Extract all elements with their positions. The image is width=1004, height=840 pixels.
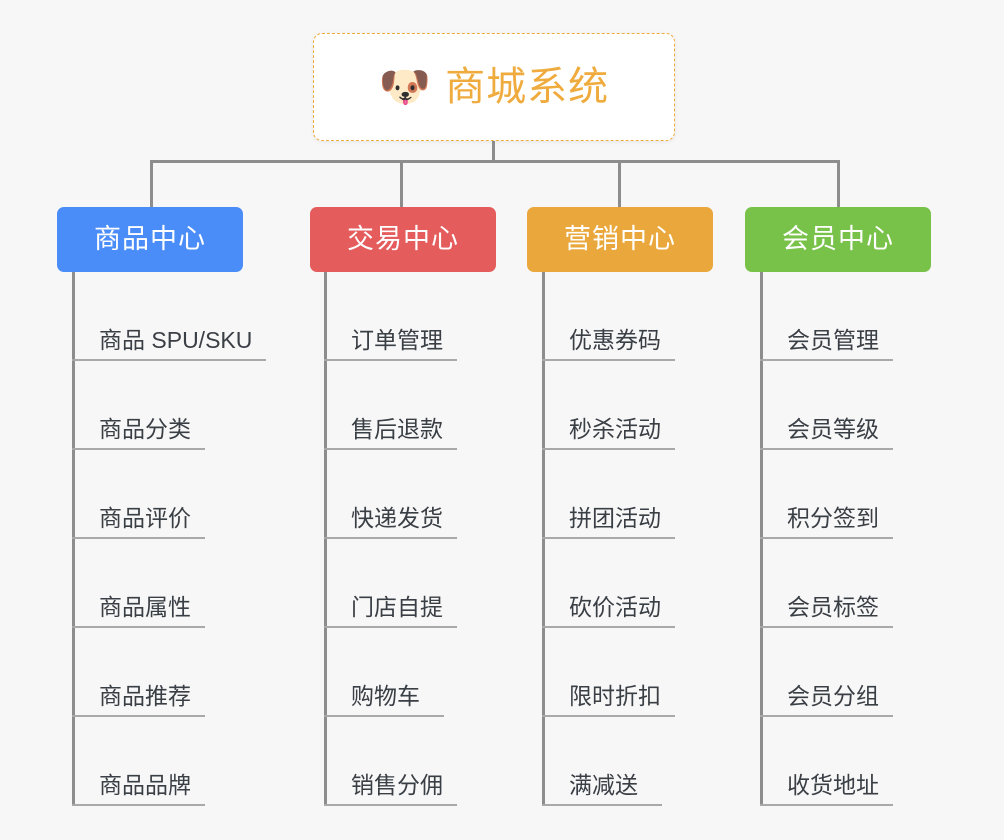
root-node[interactable]: 🐶 商城系统 bbox=[313, 33, 675, 141]
leaf-underline: 会员等级 bbox=[760, 416, 893, 450]
category-box-2[interactable]: 交易中心 bbox=[310, 207, 496, 272]
category-label-3: 营销中心 bbox=[564, 224, 676, 254]
leaf-underline: 拼团活动 bbox=[542, 505, 675, 539]
category-box-1[interactable]: 商品中心 bbox=[57, 207, 243, 272]
leaf-item-label: 满减送 bbox=[569, 771, 638, 798]
leaf-item[interactable]: 商品品牌 bbox=[72, 717, 205, 806]
root-node-label: 商城系统 bbox=[445, 65, 610, 109]
leaf-item[interactable]: 售后退款 bbox=[324, 361, 457, 450]
leaf-underline: 限时折扣 bbox=[542, 683, 675, 717]
leaf-item-label: 收货地址 bbox=[787, 771, 879, 798]
connector-horizontal-bus bbox=[150, 160, 840, 163]
leaf-underline: 购物车 bbox=[324, 683, 444, 717]
leaf-item-label: 拼团活动 bbox=[569, 504, 661, 531]
leaf-underline: 秒杀活动 bbox=[542, 416, 675, 450]
leaf-item-label: 销售分佣 bbox=[351, 771, 443, 798]
leaf-item[interactable]: 砍价活动 bbox=[542, 539, 675, 628]
leaf-item[interactable]: 商品推荐 bbox=[72, 628, 205, 717]
leaf-item-label: 会员标签 bbox=[787, 593, 879, 620]
leaf-item[interactable]: 收货地址 bbox=[760, 717, 893, 806]
leaf-spine-2 bbox=[324, 272, 327, 806]
leaf-underline: 销售分佣 bbox=[324, 772, 457, 806]
leaf-item-label: 优惠券码 bbox=[569, 326, 661, 353]
leaf-item-label: 会员分组 bbox=[787, 682, 879, 709]
leaf-underline: 商品品牌 bbox=[72, 772, 205, 806]
leaf-spine-3 bbox=[542, 272, 545, 806]
leaf-item-label: 售后退款 bbox=[351, 415, 443, 442]
leaf-item-label: 积分签到 bbox=[787, 504, 879, 531]
connector-drop-4 bbox=[837, 160, 840, 207]
root-node-content: 🐶 商城系统 bbox=[379, 66, 609, 108]
leaf-underline: 门店自提 bbox=[324, 594, 457, 628]
leaf-underline: 商品推荐 bbox=[72, 683, 205, 717]
category-box-3[interactable]: 营销中心 bbox=[527, 207, 713, 272]
leaf-underline: 优惠券码 bbox=[542, 327, 675, 361]
leaf-underline: 会员管理 bbox=[760, 327, 893, 361]
leaf-underline: 订单管理 bbox=[324, 327, 457, 361]
leaf-item[interactable]: 商品评价 bbox=[72, 450, 205, 539]
connector-drop-2 bbox=[400, 160, 403, 207]
leaf-item[interactable]: 拼团活动 bbox=[542, 450, 675, 539]
leaf-underline: 满减送 bbox=[542, 772, 662, 806]
leaf-item[interactable]: 商品分类 bbox=[72, 361, 205, 450]
leaf-item[interactable]: 积分签到 bbox=[760, 450, 893, 539]
leaf-item-label: 订单管理 bbox=[351, 326, 443, 353]
connector-root-stem bbox=[492, 141, 495, 163]
leaf-item[interactable]: 商品 SPU/SKU bbox=[72, 272, 267, 361]
leaf-underline: 商品分类 bbox=[72, 416, 205, 450]
leaf-underline: 会员标签 bbox=[760, 594, 893, 628]
category-box-4[interactable]: 会员中心 bbox=[745, 207, 931, 272]
leaf-underline: 售后退款 bbox=[324, 416, 457, 450]
connector-drop-3 bbox=[618, 160, 621, 207]
shiba-dog-icon: 🐶 bbox=[378, 63, 432, 110]
leaf-underline: 会员分组 bbox=[760, 683, 893, 717]
leaf-item-label: 会员管理 bbox=[787, 326, 879, 353]
connector-drop-1 bbox=[150, 160, 153, 207]
leaf-underline: 商品 SPU/SKU bbox=[72, 326, 267, 361]
leaf-underline: 商品属性 bbox=[72, 594, 205, 628]
leaf-item-label: 秒杀活动 bbox=[569, 415, 661, 442]
category-label-1: 商品中心 bbox=[94, 224, 206, 254]
leaf-item-label: 商品属性 bbox=[99, 593, 191, 620]
leaf-item[interactable]: 购物车 bbox=[324, 628, 444, 717]
leaf-underline: 商品评价 bbox=[72, 505, 205, 539]
leaf-item-label: 限时折扣 bbox=[569, 682, 661, 709]
leaf-item-label: 商品评价 bbox=[99, 504, 191, 531]
leaf-item-label: 商品推荐 bbox=[99, 682, 191, 709]
leaf-underline: 快递发货 bbox=[324, 505, 457, 539]
leaf-item-label: 门店自提 bbox=[351, 593, 443, 620]
leaf-item-label: 商品品牌 bbox=[99, 771, 191, 798]
leaf-item[interactable]: 会员分组 bbox=[760, 628, 893, 717]
leaf-item[interactable]: 限时折扣 bbox=[542, 628, 675, 717]
category-label-2: 交易中心 bbox=[347, 224, 459, 254]
category-label-4: 会员中心 bbox=[782, 224, 894, 254]
leaf-item-label: 会员等级 bbox=[787, 415, 879, 442]
leaf-item[interactable]: 商品属性 bbox=[72, 539, 205, 628]
leaf-item[interactable]: 门店自提 bbox=[324, 539, 457, 628]
leaf-item[interactable]: 会员管理 bbox=[760, 272, 893, 361]
leaf-underline: 收货地址 bbox=[760, 772, 893, 806]
leaf-item[interactable]: 优惠券码 bbox=[542, 272, 675, 361]
leaf-item-label: 购物车 bbox=[351, 682, 420, 709]
leaf-item-label: 快递发货 bbox=[351, 504, 443, 531]
leaf-item[interactable]: 会员标签 bbox=[760, 539, 893, 628]
leaf-item[interactable]: 会员等级 bbox=[760, 361, 893, 450]
leaf-underline: 砍价活动 bbox=[542, 594, 675, 628]
leaf-item-label: 砍价活动 bbox=[569, 593, 661, 620]
leaf-spine-4 bbox=[760, 272, 763, 806]
leaf-item[interactable]: 满减送 bbox=[542, 717, 662, 806]
leaf-underline: 积分签到 bbox=[760, 505, 893, 539]
leaf-item[interactable]: 订单管理 bbox=[324, 272, 457, 361]
leaf-item[interactable]: 快递发货 bbox=[324, 450, 457, 539]
leaf-item[interactable]: 秒杀活动 bbox=[542, 361, 675, 450]
leaf-item[interactable]: 销售分佣 bbox=[324, 717, 457, 806]
leaf-item-label: 商品分类 bbox=[99, 415, 191, 442]
leaf-spine-1 bbox=[72, 272, 75, 806]
leaf-item-label: 商品 SPU/SKU bbox=[99, 326, 253, 353]
